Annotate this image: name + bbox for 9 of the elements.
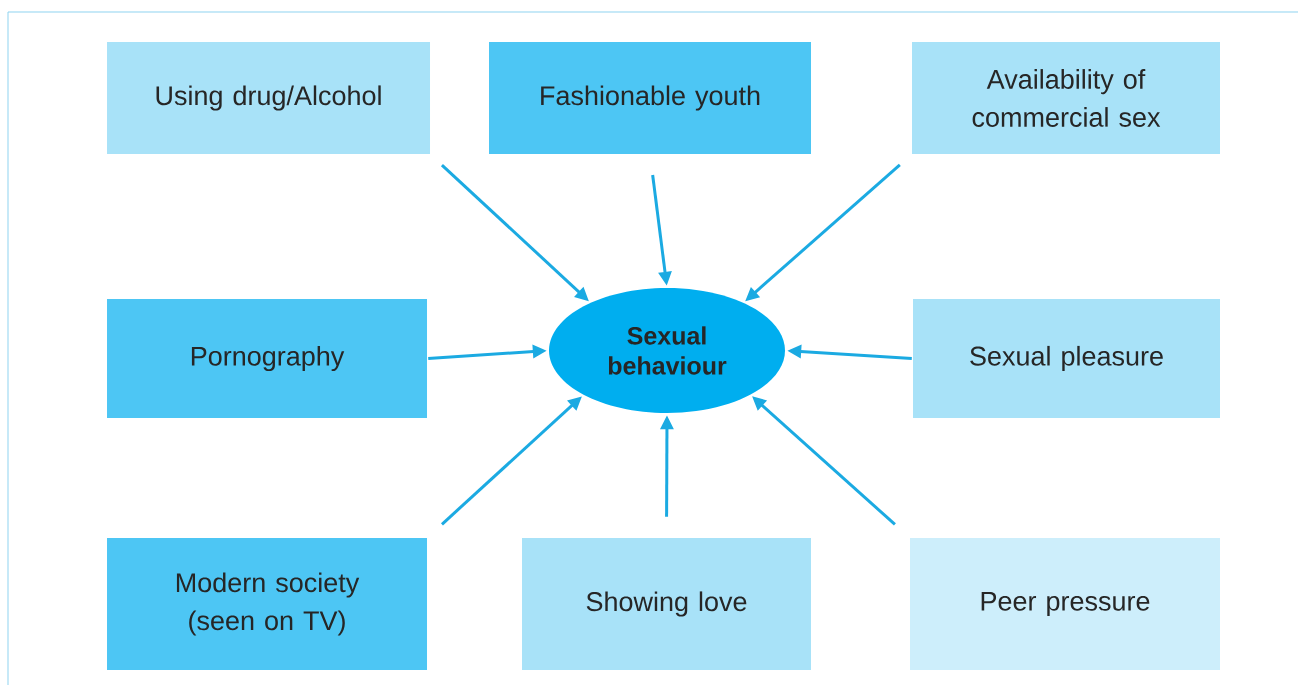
factor-box: Showing love <box>522 538 811 670</box>
factor-box: Availability of commercial sex <box>912 42 1220 154</box>
factor-box: Sexual pleasure <box>913 299 1220 418</box>
factor-box: Peer pressure <box>910 538 1220 670</box>
factor-box: Pornography <box>107 299 427 418</box>
factor-box: Modern society (seen on TV) <box>107 538 427 670</box>
factor-box: Fashionable youth <box>489 42 811 154</box>
ellipse-node: Sexual behaviour <box>549 288 785 413</box>
factor-box: Using drug/Alcohol <box>107 42 430 154</box>
